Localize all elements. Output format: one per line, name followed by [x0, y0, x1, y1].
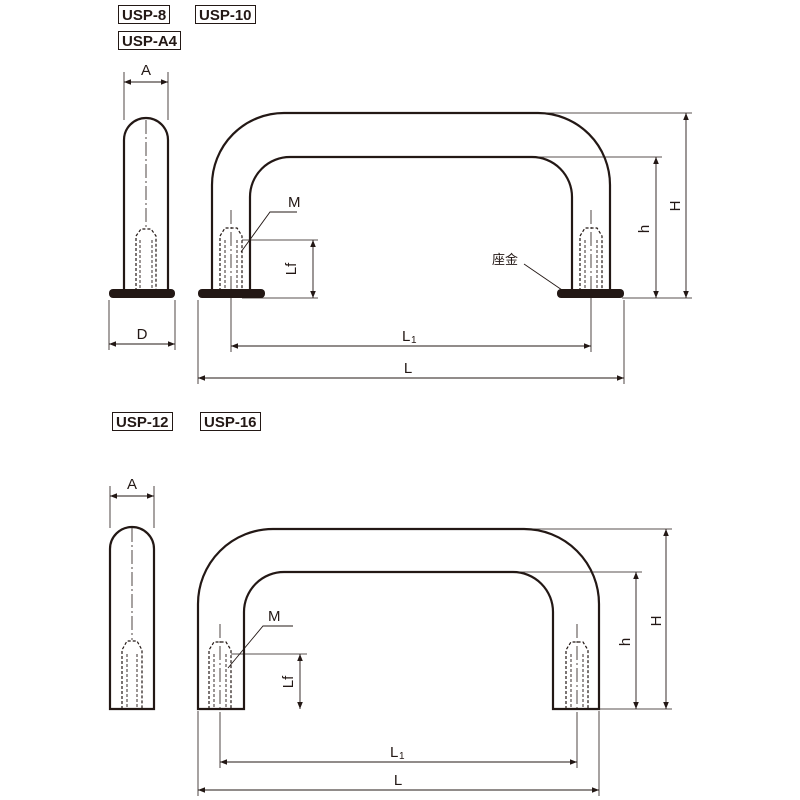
top-m-leader — [240, 211, 297, 253]
top-dim-a-label: A — [141, 62, 151, 79]
bottom-side-view — [108, 486, 156, 711]
bottom-dim-l1-subscript: 1 — [399, 751, 405, 762]
bottom-side-insert — [121, 640, 143, 709]
bottom-dim-lf-label: Lf — [280, 675, 297, 688]
model-tag-usp-16: USP-16 — [200, 412, 261, 431]
bottom-handle-outline — [196, 527, 601, 711]
top-dim-lf-label: Lf — [283, 262, 300, 275]
bottom-dim-L-label: L — [394, 772, 402, 789]
top-dim-L-label: L — [404, 360, 412, 377]
top-handle-outer — [210, 111, 612, 291]
bottom-dim-H-label: H — [648, 616, 665, 627]
model-tag-usp-a4: USP-A4 — [118, 31, 182, 50]
top-dim-l1-subscript: 1 — [411, 335, 417, 346]
model-tag-usp-10: USP-10 — [195, 5, 256, 24]
bottom-dim-h-label: h — [617, 638, 634, 646]
top-side-washer — [109, 289, 175, 298]
top-side-insert — [135, 228, 157, 291]
top-handle-inner — [248, 155, 574, 291]
bottom-front-view — [196, 527, 672, 796]
bottom-side-profile — [108, 525, 156, 711]
top-washer-leader — [523, 263, 566, 293]
top-right-washer — [557, 289, 624, 298]
bottom-dim-m-label: M — [268, 608, 281, 625]
bottom-dim-l1-label: L — [390, 744, 398, 761]
top-dim-d-label: D — [137, 326, 148, 343]
model-tag-usp-12: USP-12 — [112, 412, 173, 431]
top-side-view — [108, 72, 176, 350]
bottom-dim-a-label: A — [127, 476, 137, 493]
bottom-m-leader — [227, 625, 293, 669]
top-washer-label: 座金 — [492, 252, 518, 268]
top-side-profile — [122, 116, 170, 291]
model-tag-usp-8: USP-8 — [118, 5, 171, 24]
top-front-view — [197, 111, 692, 384]
top-dim-h-label: h — [636, 225, 653, 233]
top-dim-l1-label: L — [402, 328, 410, 345]
top-left-washer — [198, 289, 265, 298]
top-dim-H-label: H — [667, 201, 684, 212]
top-dim-m-label: M — [288, 194, 301, 211]
